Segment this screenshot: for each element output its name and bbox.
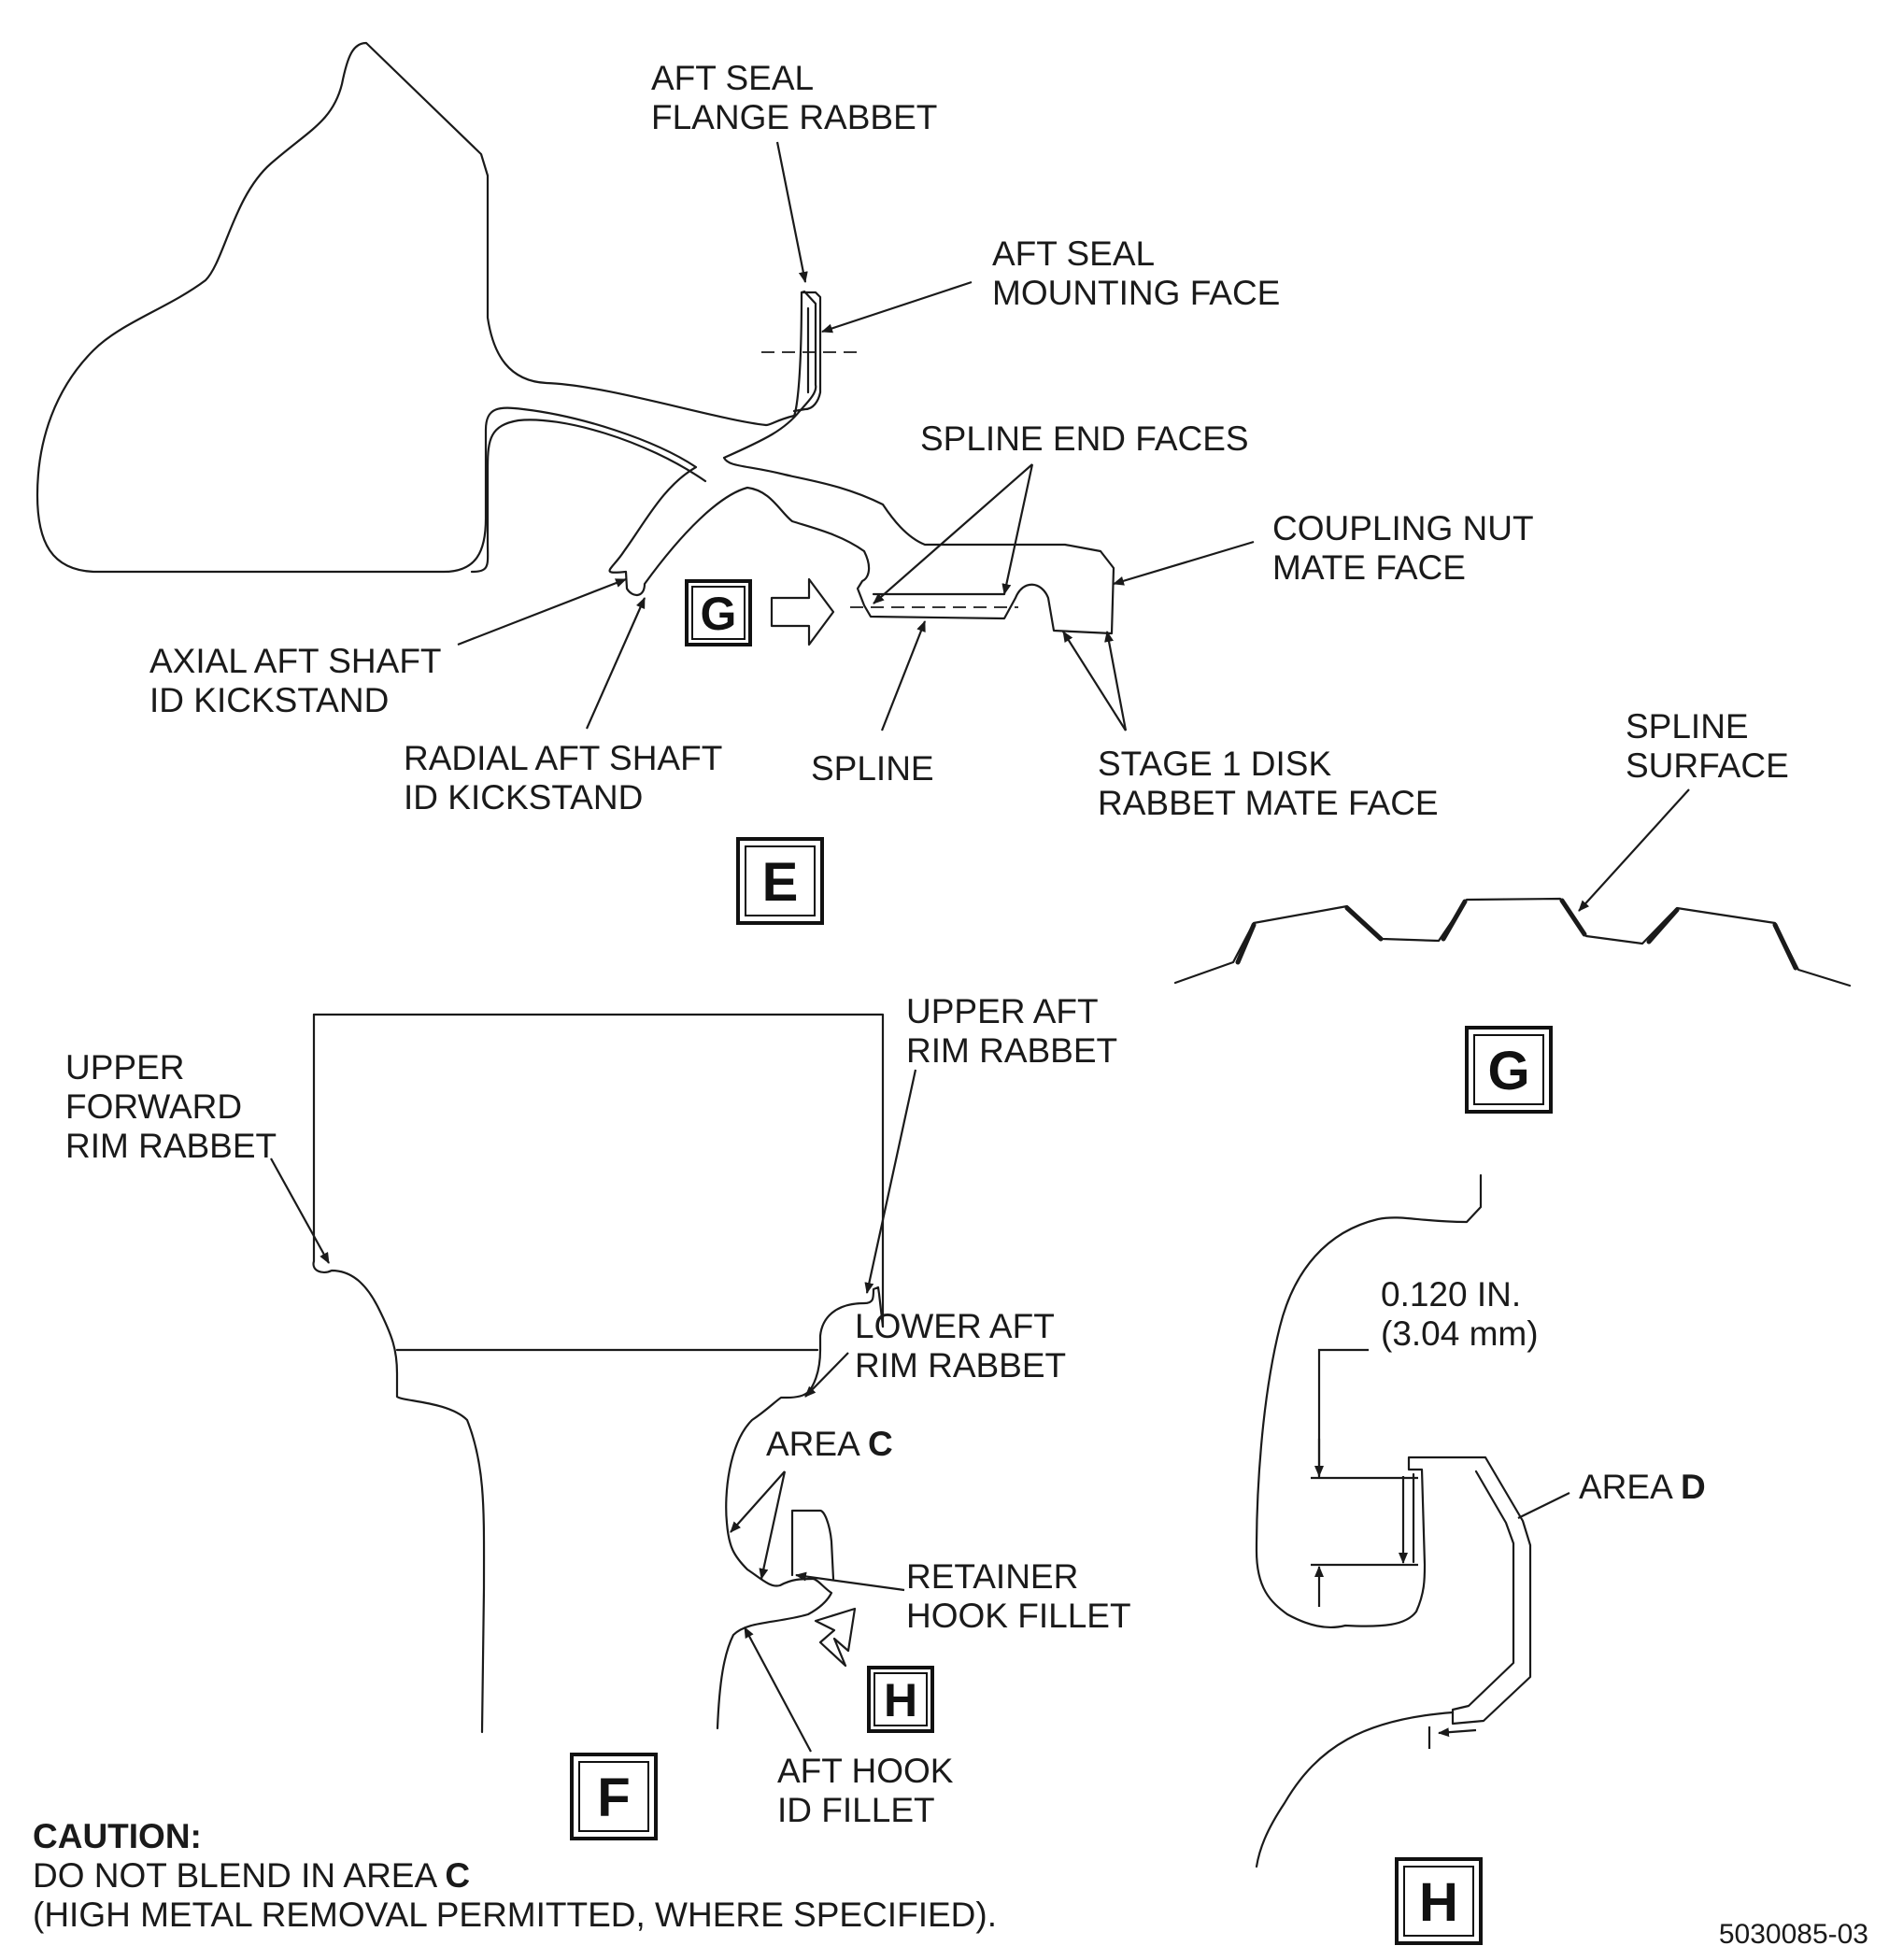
leader-area-d bbox=[1517, 1492, 1570, 1519]
caution-note: CAUTION: DO NOT BLEND IN AREA C (HIGH ME… bbox=[33, 1817, 997, 1934]
view-h-lower-curve bbox=[1255, 1711, 1455, 1868]
leader-area-c-2 bbox=[759, 1470, 787, 1580]
view-g-spline-flank-2 bbox=[1344, 905, 1384, 942]
view-g-spline-flank-3 bbox=[1441, 899, 1468, 942]
leader-area-c-1 bbox=[730, 1470, 786, 1533]
view-h-ref-arrow bbox=[814, 1607, 857, 1668]
view-h-dim-leader bbox=[1317, 1348, 1369, 1478]
view-e-inner-lobe bbox=[470, 419, 707, 574]
svg-text:G: G bbox=[701, 588, 737, 640]
view-f-outline-right bbox=[716, 1285, 885, 1730]
caution-title: CAUTION: bbox=[33, 1817, 202, 1855]
leader-upper-forward-rim-rabbet bbox=[270, 1158, 330, 1264]
leader-aft-seal-flange-rabbet bbox=[775, 141, 808, 283]
leader-spline bbox=[880, 620, 927, 731]
leader-stage1-disk-a bbox=[1062, 631, 1127, 731]
leader-radial-aft-shaft bbox=[585, 597, 646, 730]
label-area-d: AREA D bbox=[1579, 1468, 1706, 1506]
view-e-part-outline bbox=[36, 41, 1115, 635]
figure-number: 5030085-03 bbox=[1719, 1919, 1868, 1950]
caution-line-1: DO NOT BLEND IN AREA C bbox=[33, 1856, 470, 1895]
leader-aft-hook-id-fillet bbox=[744, 1626, 812, 1753]
view-g-title-box: G bbox=[1465, 1026, 1553, 1114]
leader-coupling-nut-mate-face bbox=[1113, 540, 1255, 586]
view-g-ref-arrow bbox=[770, 577, 835, 646]
view-f-retainer-hook bbox=[790, 1509, 835, 1581]
leader-spline-end-face-2 bbox=[1001, 463, 1034, 595]
caution-line-2: (HIGH METAL REMOVAL PERMITTED, WHERE SPE… bbox=[33, 1896, 997, 1934]
view-e-aft-seal-arm bbox=[792, 291, 822, 413]
label-area-c: AREA C bbox=[766, 1425, 893, 1463]
label-dimension: 0.120 IN.(3.04 mm) bbox=[1381, 1275, 1539, 1353]
view-g-spline-flank-6 bbox=[1772, 922, 1798, 971]
view-g-spline-profile bbox=[1173, 897, 1852, 987]
svg-text:E: E bbox=[762, 852, 799, 913]
view-h-title-box: H bbox=[1395, 1857, 1483, 1945]
leader-aft-seal-mounting-face bbox=[821, 280, 973, 334]
view-f-title-box: F bbox=[570, 1753, 658, 1840]
svg-text:H: H bbox=[1419, 1872, 1458, 1933]
svg-text:H: H bbox=[884, 1674, 917, 1726]
label-spline-end-faces: SPLINE END FACES bbox=[920, 419, 1249, 458]
view-f-ref-box-h: H bbox=[867, 1666, 934, 1733]
leader-spline-end-face-1 bbox=[873, 463, 1033, 604]
label-spline: SPLINE bbox=[811, 749, 934, 788]
leader-upper-aft-rim-rabbet bbox=[864, 1069, 917, 1294]
leader-axial-aft-shaft bbox=[457, 577, 627, 646]
leader-retainer-hook-fillet bbox=[795, 1571, 905, 1592]
view-h-arrow-bottom bbox=[1438, 1727, 1477, 1738]
view-g-spline-flank-1 bbox=[1235, 922, 1257, 965]
view-f-blade-root-box bbox=[312, 1013, 885, 1328]
view-h-hook-outline bbox=[1255, 1173, 1532, 1726]
leader-spline-surface bbox=[1578, 788, 1690, 912]
svg-text:G: G bbox=[1487, 1041, 1529, 1101]
view-e-title-box: E bbox=[736, 837, 824, 925]
leader-lower-aft-rim-rabbet bbox=[804, 1352, 849, 1398]
view-g-spline-flank-4 bbox=[1559, 898, 1587, 937]
view-e-ref-box-g: G bbox=[685, 579, 752, 646]
leader-stage1-disk-b bbox=[1104, 631, 1128, 731]
view-h: 0.120 IN.(3.04 mm) AREA D H bbox=[1255, 1173, 1706, 1945]
svg-text:F: F bbox=[597, 1768, 630, 1828]
view-g-spline-flank-5 bbox=[1646, 907, 1680, 944]
view-f-outline-left bbox=[312, 1013, 486, 1734]
